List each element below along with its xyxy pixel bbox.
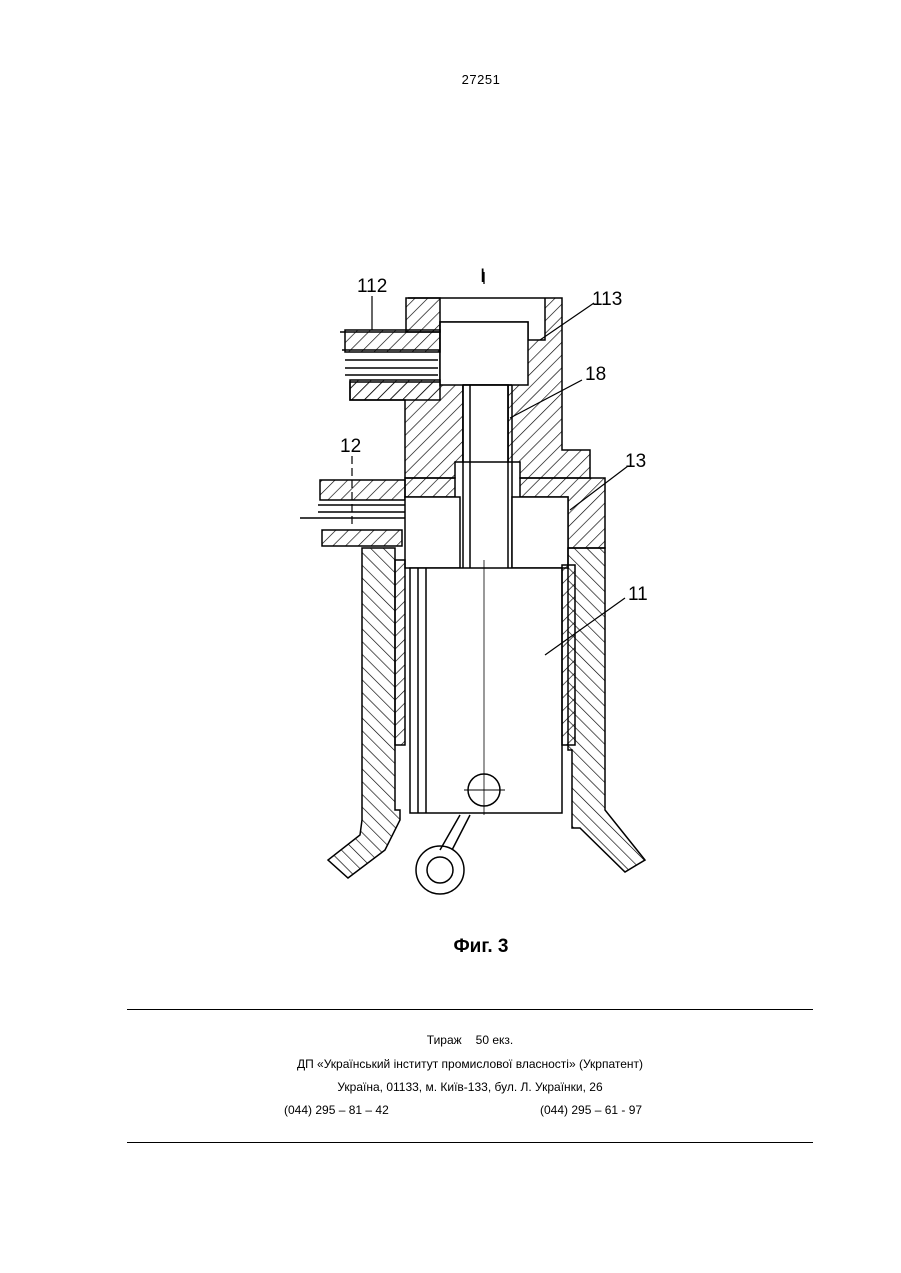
phone-line: (044) 295 – 81 – 42 (044) 295 – 61 - 97: [127, 1103, 813, 1117]
label-113: 113: [592, 289, 622, 310]
lower-eye: [416, 815, 470, 894]
label-top-mark: I: [480, 266, 485, 287]
phone-number-2: (044) 295 – 61 - 97: [540, 1103, 642, 1117]
label-12: 12: [340, 436, 361, 457]
page-number: 27251: [0, 72, 901, 87]
label-112: 112: [357, 276, 387, 297]
footer-divider-top: [127, 1009, 813, 1010]
middle-body: [300, 478, 605, 568]
phone-number-1: (044) 295 – 81 – 42: [284, 1103, 389, 1117]
publisher-line: ДП «Український інститут промислової вла…: [127, 1057, 813, 1071]
address-line: Україна, 01133, м. Київ-133, бул. Л. Укр…: [127, 1080, 813, 1094]
patent-figure-svg: I 112 113 18 12 13 11: [300, 265, 660, 905]
footer-divider-bottom: [127, 1142, 813, 1143]
technical-drawing: I 112 113 18 12 13 11: [300, 265, 660, 905]
label-13: 13: [625, 451, 646, 472]
circulation-line: Тираж 50 екз.: [127, 1033, 813, 1047]
circulation-value: 50 екз.: [476, 1033, 514, 1047]
label-11: 11: [628, 584, 648, 605]
label-18: 18: [585, 364, 606, 385]
figure-caption: Фиг. 3: [0, 936, 901, 958]
circulation-label: Тираж: [427, 1033, 462, 1047]
piston-cylinder: [410, 560, 562, 815]
